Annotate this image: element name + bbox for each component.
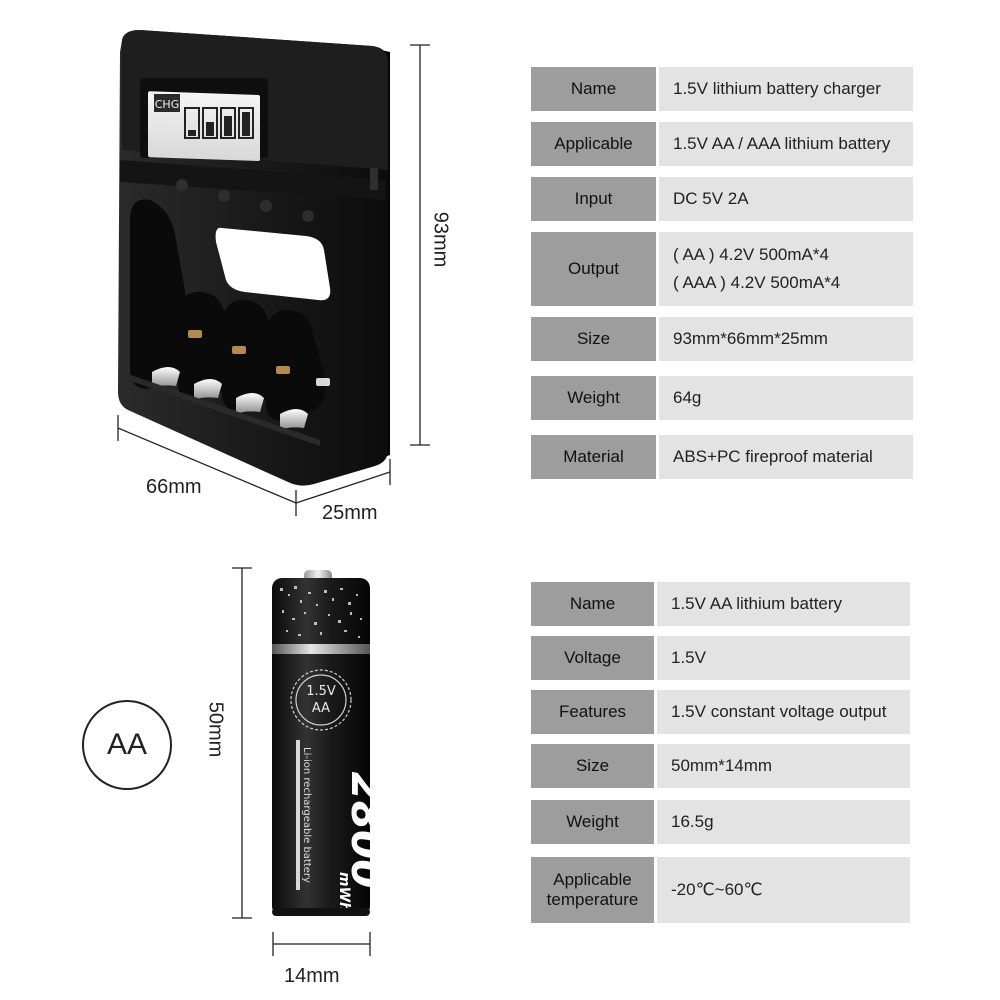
battery-height-label: 50mm (204, 701, 227, 758)
emblem-voltage: 1.5V (306, 684, 336, 699)
spec-row-material: Material ABS+PC fireproof material (531, 435, 913, 479)
battery-illustration: 1.5V AA 2800 mWh Li-ion rechargeable bat… (232, 567, 390, 956)
lcd-label: CHG (155, 98, 179, 111)
spec-value: ABS+PC fireproof material (673, 447, 873, 466)
spec-row-name: Name 1.5V AA lithium battery (531, 582, 910, 626)
charger-height-label: 93mm (429, 211, 452, 268)
spec-value: 50mm*14mm (671, 756, 773, 775)
spec-key: Name (531, 582, 654, 626)
battery-side-text: Li-ion rechargeable battery (301, 747, 312, 883)
spec-key: Input (531, 177, 656, 221)
spec-value: 1.5V constant voltage output (671, 702, 887, 721)
spec-value: 64g (673, 388, 702, 407)
spec-key: Size (531, 317, 656, 361)
capacity-text: 2800 (342, 772, 390, 889)
spec-key: Size (531, 744, 654, 788)
spec-value: 93mm*66mm*25mm (673, 329, 828, 348)
spec-key: Weight (531, 376, 656, 420)
spec-row-input: Input DC 5V 2A (531, 177, 913, 221)
emblem-size: AA (312, 701, 330, 716)
spec-row-size: Size 50mm*14mm (531, 744, 910, 788)
charger-width-label: 66mm (146, 476, 202, 498)
spec-key: Applicable (531, 122, 656, 166)
charger-depth-label: 25mm (322, 502, 378, 524)
spec-row-name: Name 1.5V lithium battery charger (531, 67, 913, 111)
aa-badge: AA (82, 700, 172, 790)
spec-row-voltage: Voltage 1.5V (531, 636, 910, 680)
charger-illustration: CHG (117, 30, 430, 516)
spec-key: Weight (531, 800, 654, 844)
spec-value: 16.5g (671, 812, 714, 831)
spec-key: Features (531, 690, 654, 734)
spec-key: Applicable temperature (531, 857, 654, 923)
spec-value: 1.5V AA lithium battery (671, 594, 843, 613)
spec-value: 1.5V lithium battery charger (673, 79, 881, 98)
spec-value: -20℃~60℃ (671, 880, 763, 899)
spec-row-weight: Weight 16.5g (531, 800, 910, 844)
capacity-unit: mWh (336, 872, 352, 912)
spec-key: Voltage (531, 636, 654, 680)
spec-row-features: Features 1.5V constant voltage output (531, 690, 910, 734)
spec-row-size: Size 93mm*66mm*25mm (531, 317, 913, 361)
spec-row-output: Output ( AA ) 4.2V 500mA*4 ( AAA ) 4.2V … (531, 232, 913, 306)
spec-value: ( AA ) 4.2V 500mA*4 (673, 245, 829, 264)
spec-row-weight: Weight 64g (531, 376, 913, 420)
spec-row-temperature: Applicable temperature -20℃~60℃ (531, 857, 910, 923)
spec-key: Material (531, 435, 656, 479)
spec-row-applicable: Applicable 1.5V AA / AAA lithium battery (531, 122, 913, 166)
spec-value: DC 5V 2A (673, 189, 749, 208)
spec-value: 1.5V (671, 648, 706, 667)
spec-key: Output (531, 232, 656, 306)
spec-value: ( AAA ) 4.2V 500mA*4 (673, 273, 841, 292)
spec-key: Name (531, 67, 656, 111)
spec-value: 1.5V AA / AAA lithium battery (673, 134, 891, 153)
battery-width-label: 14mm (284, 965, 340, 987)
